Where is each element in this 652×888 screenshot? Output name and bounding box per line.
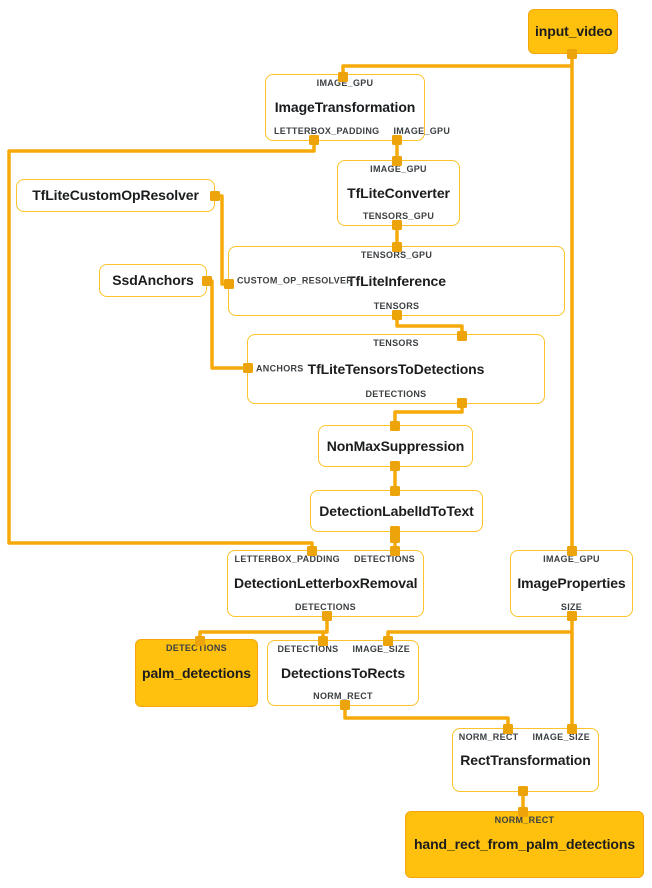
input-port-label: TENSORS <box>373 338 419 348</box>
edge-detection-letterbox-removal-to-palm-detections <box>198 616 329 641</box>
output-port-label: DETECTIONS <box>294 602 356 612</box>
node-title: ImageProperties <box>517 575 626 591</box>
node-tflite-tensors-to-detections[interactable]: TENSORS ANCHORS TfLiteTensorsToDetection… <box>247 334 545 404</box>
output-port-label: DETECTIONS <box>365 389 427 399</box>
node-tflite-inference[interactable]: TENSORS_GPU CUSTOM_OP_RESOLVER TfLiteInf… <box>228 246 565 316</box>
node-title: TfLiteCustomOpResolver <box>32 187 199 203</box>
output-port-label: NORM_RECT <box>313 691 373 701</box>
node-tflite-custom-op-resolver[interactable]: TfLiteCustomOpResolver <box>16 179 215 212</box>
input-port-label: IMAGE_GPU <box>370 164 427 174</box>
node-title: RectTransformation <box>460 751 591 768</box>
input-port-label: DETECTIONS <box>277 644 339 654</box>
input-port-label: IMAGE_SIZE <box>532 732 590 742</box>
node-title: TfLiteInference <box>347 272 446 289</box>
node-palm-detections[interactable]: DETECTIONS palm_detections <box>135 639 258 707</box>
node-hand-rect-from-palm-detections[interactable]: NORM_RECT hand_rect_from_palm_detections <box>405 811 644 878</box>
node-title: DetectionLetterboxRemoval <box>234 575 418 591</box>
input-port-label: TENSORS_GPU <box>360 250 433 260</box>
node-ssd-anchors[interactable]: SsdAnchors <box>99 264 207 297</box>
input-port-label: NORM_RECT <box>494 815 555 825</box>
edge-image-properties-size-to-detections-to-rects <box>386 616 574 641</box>
node-title: NonMaxSuppression <box>326 437 465 454</box>
node-title: DetectionLabelIdToText <box>319 502 474 519</box>
node-title: TfLiteTensorsToDetections <box>307 360 485 377</box>
node-title: input_video <box>535 23 613 39</box>
node-title: DetectionsToRects <box>280 664 406 681</box>
node-detections-to-rects[interactable]: DETECTIONS IMAGE_SIZE DetectionsToRects … <box>267 640 419 706</box>
output-port-label: SIZE <box>560 602 583 612</box>
edge-detections-to-rects-to-rect-transformation <box>343 705 510 729</box>
node-detection-label-id-to-text[interactable]: DetectionLabelIdToText <box>310 490 483 532</box>
input-port-label: IMAGE_GPU <box>316 78 374 88</box>
output-port-label: TENSORS_GPU <box>362 211 435 221</box>
input-port-label: CUSTOM_OP_RESOLVER <box>237 275 354 286</box>
port-marker <box>390 533 400 543</box>
input-port-label: LETTERBOX_PADDING <box>234 554 340 564</box>
node-rect-transformation[interactable]: NORM_RECT IMAGE_SIZE RectTransformation <box>452 728 599 792</box>
node-image-properties[interactable]: IMAGE_GPU ImageProperties SIZE <box>510 550 633 617</box>
node-input-video[interactable]: input_video <box>528 9 618 54</box>
input-port-label: DETECTIONS <box>353 554 415 564</box>
output-port-label: LETTERBOX_PADDING <box>274 126 380 136</box>
input-port-label: IMAGE_GPU <box>543 554 600 564</box>
node-title: SsdAnchors <box>112 272 194 288</box>
input-port-label: NORM_RECT <box>458 732 519 742</box>
input-port-label: ANCHORS <box>256 363 304 374</box>
node-title: TfLiteConverter <box>347 184 450 201</box>
node-title: palm_detections <box>142 664 251 681</box>
node-tflite-converter[interactable]: IMAGE_GPU TfLiteConverter TENSORS_GPU <box>337 160 460 226</box>
node-non-max-suppression[interactable]: NonMaxSuppression <box>318 425 473 467</box>
node-title: hand_rect_from_palm_detections <box>413 836 636 852</box>
output-port-label: TENSORS <box>373 301 420 311</box>
input-port-label: DETECTIONS <box>165 643 227 653</box>
edge-custom-op-resolver-to-tflite-inference <box>215 194 229 286</box>
output-port-label: IMAGE_GPU <box>393 126 451 136</box>
node-title: ImageTransformation <box>274 99 416 115</box>
input-port-label: IMAGE_SIZE <box>352 644 410 654</box>
edge-tflite-inference-to-tensors-to-detections <box>395 315 464 336</box>
edge-tensors-to-detections-to-non-max-suppression <box>393 403 464 427</box>
node-detection-letterbox-removal[interactable]: LETTERBOX_PADDING DETECTIONS DetectionLe… <box>227 550 424 617</box>
node-image-transformation[interactable]: IMAGE_GPU ImageTransformation LETTERBOX_… <box>265 74 450 141</box>
